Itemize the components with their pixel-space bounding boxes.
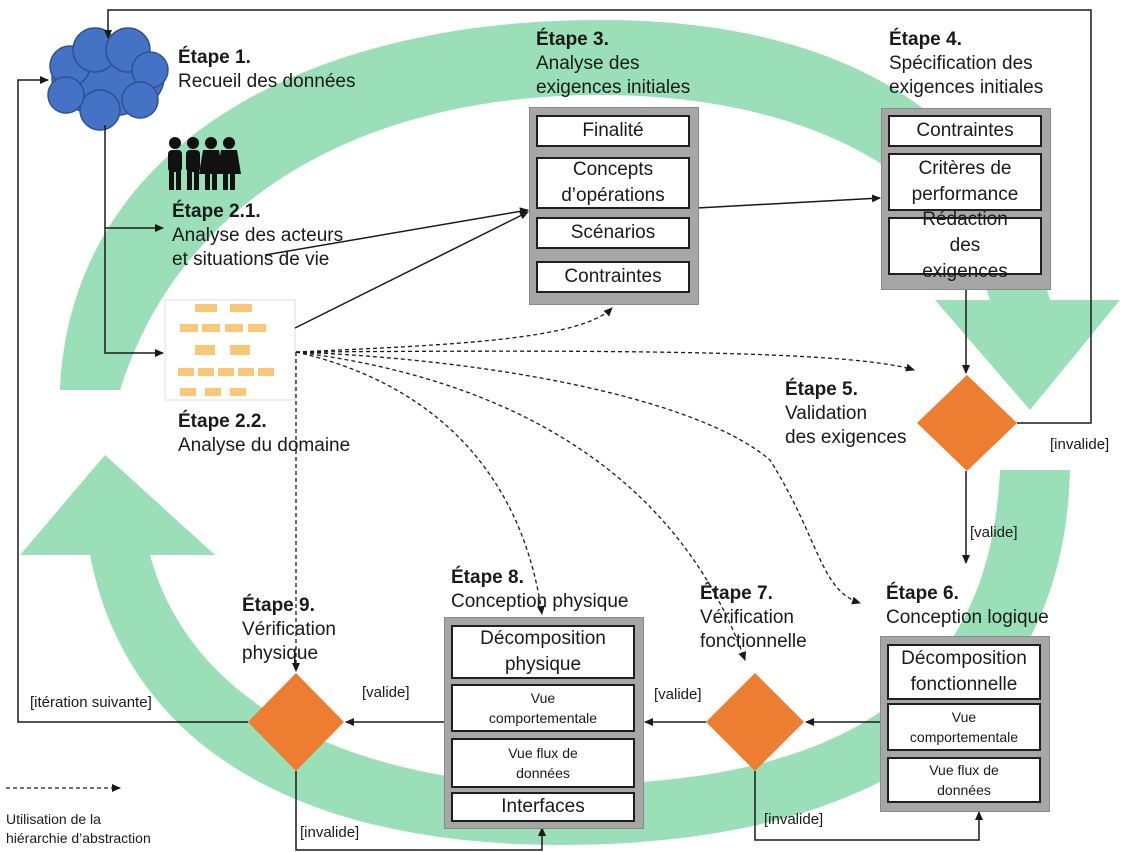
edge-label-valide-step7: [valide] <box>654 686 702 703</box>
step8-box: Décomposition physique Vue comportementa… <box>444 617 644 829</box>
cloud-icon <box>47 27 169 131</box>
legend: Utilisation de la hiérarchie d’abstracti… <box>6 810 151 848</box>
edge-label-invalide-step5: [invalide] <box>1050 436 1110 453</box>
step8-text: Conception physique <box>451 591 629 612</box>
step1-label: Étape 1. Recueil des données <box>178 46 355 94</box>
step1-text: Recueil des données <box>178 71 356 92</box>
step9-line1: Vérification <box>242 619 336 640</box>
step3-item-concepts: Concepts d’opérations <box>536 157 690 209</box>
step4-item-redaction: Rédaction des exigences <box>888 209 1042 282</box>
step5-line2: des exigences <box>785 427 907 448</box>
step21-line1: Analyse des acteurs <box>172 225 344 246</box>
step3-item-scenarios: Scénarios <box>536 217 690 249</box>
step21-line2: et situations de vie <box>172 249 330 270</box>
decision-diamond-step5 <box>917 375 1017 471</box>
step6-box: Décomposition fonctionnelle Vue comporte… <box>880 636 1050 812</box>
step4-box: Contraintes Critères de performance Réda… <box>881 108 1051 290</box>
decision-diamond-step9 <box>248 673 344 771</box>
step8-item-interfaces: Interfaces <box>451 792 635 822</box>
step5-label: Étape 5. Validation des exigences <box>785 378 906 450</box>
cycle-arrow-top <box>60 20 1120 410</box>
step9-label: Étape 9. Vérification physique <box>242 594 336 666</box>
domain-model-thumbnail <box>164 299 296 401</box>
dashed-connectors <box>6 307 915 792</box>
step5-line1: Validation <box>785 403 868 424</box>
edge-label-valide-step5: [valide] <box>970 524 1018 541</box>
step4-title: Étape 4. <box>889 29 962 50</box>
step7-line1: Vérification <box>700 607 794 628</box>
step3-title: Étape 3. <box>536 29 609 50</box>
step6-label: Étape 6. Conception logique <box>886 582 1049 630</box>
decision-diamond-step7 <box>706 673 804 771</box>
step7-label: Étape 7. Vérification fonctionnelle <box>700 582 807 654</box>
step22-label: Étape 2.2. Analyse du domaine <box>178 410 350 458</box>
step5-title: Étape 5. <box>785 379 858 400</box>
legend-line1: Utilisation de la <box>6 811 101 827</box>
step4-line2: exigences initiales <box>889 77 1044 98</box>
step9-title: Étape 9. <box>242 595 315 616</box>
step4-line1: Spécification des <box>889 53 1033 74</box>
step3-item-finalite: Finalité <box>536 115 690 147</box>
edge-label-valide-step9: [valide] <box>362 684 410 701</box>
step1-title: Étape 1. <box>178 47 251 68</box>
legend-line2: hiérarchie d’abstraction <box>6 830 151 846</box>
step8-item-decomposition: Décomposition physique <box>451 625 635 679</box>
step7-title: Étape 7. <box>700 583 773 604</box>
step22-text: Analyse du domaine <box>178 435 351 456</box>
edge-label-iteration: [itération suivante] <box>30 694 152 711</box>
step3-line2: exigences initiales <box>536 77 691 98</box>
step4-label: Étape 4. Spécification des exigences ini… <box>889 28 1043 100</box>
step4-item-contraintes: Contraintes <box>888 115 1042 147</box>
edge-label-invalide-step7: [invalide] <box>764 811 824 828</box>
step22-title: Étape 2.2. <box>178 411 267 432</box>
step21-title: Étape 2.1. <box>172 201 261 222</box>
step21-label: Étape 2.1. Analyse des acteurs et situat… <box>172 200 343 272</box>
step6-item-vue-flux: Vue flux de données <box>887 757 1041 803</box>
step3-label: Étape 3. Analyse des exigences initiales <box>536 28 690 100</box>
step3-box: Finalité Concepts d’opérations Scénarios… <box>529 107 699 305</box>
step6-text: Conception logique <box>886 607 1049 628</box>
step6-item-decomposition: Décomposition fonctionnelle <box>887 644 1041 700</box>
step3-item-contraintes: Contraintes <box>536 261 690 293</box>
edge-label-invalide-step9: [invalide] <box>300 824 360 841</box>
step4-item-criteres: Critères de performance <box>888 153 1042 211</box>
step6-item-vue-comportementale: Vue comportementale <box>887 703 1041 751</box>
step8-title: Étape 8. <box>451 567 524 588</box>
step7-line2: fonctionnelle <box>700 631 807 652</box>
step3-line1: Analyse des <box>536 53 640 74</box>
step9-line2: physique <box>242 643 319 664</box>
step6-title: Étape 6. <box>886 583 959 604</box>
solid-connectors <box>17 9 1092 851</box>
people-icon <box>168 137 241 190</box>
step8-label: Étape 8. Conception physique <box>451 566 628 614</box>
step8-item-vue-flux: Vue flux de données <box>451 738 635 788</box>
step8-item-vue-comportementale: Vue comportementale <box>451 684 635 732</box>
